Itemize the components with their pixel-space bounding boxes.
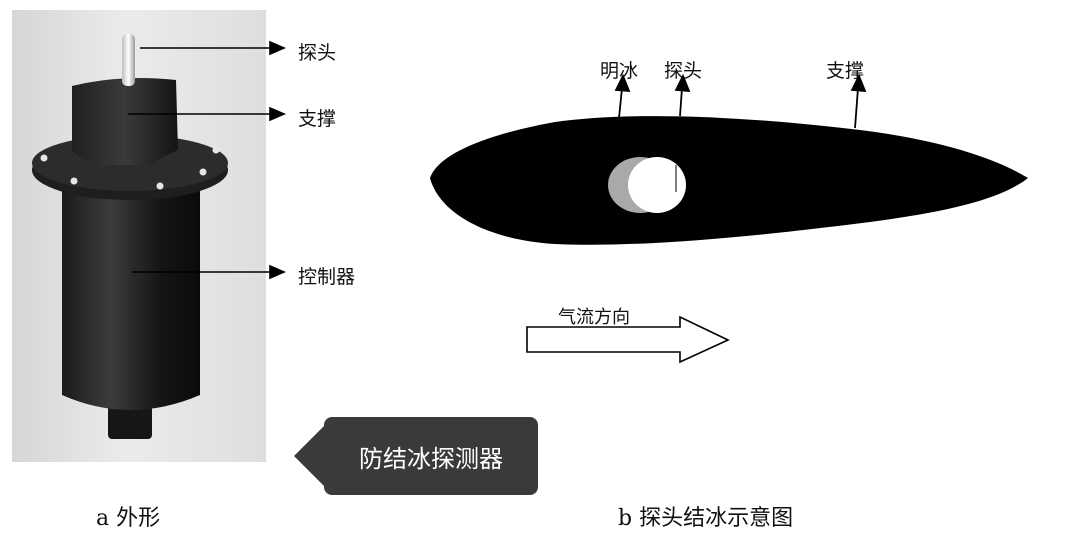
- label-strut-b: 支撑: [826, 60, 865, 82]
- airflow-arrow: [526, 315, 730, 364]
- tooltip-bubble: 防结冰探测器: [294, 417, 538, 495]
- bolt-hole: [70, 177, 78, 185]
- strut: [72, 78, 178, 165]
- label-airflow-direction: 气流方向: [558, 307, 630, 328]
- label-probe-b: 探头: [664, 60, 703, 82]
- strut-cross-section: [430, 116, 1028, 245]
- label-strut: 支撑: [298, 108, 337, 130]
- label-probe: 探头: [298, 42, 337, 64]
- bolt-hole: [40, 154, 48, 162]
- panel-b-arrows: [614, 73, 867, 129]
- caption-b: b 探头结冰示意图: [618, 506, 794, 531]
- label-clear-ice: 明冰: [600, 60, 639, 82]
- probe-pin: [122, 34, 135, 86]
- label-controller: 控制器: [298, 266, 356, 288]
- bolt-hole: [212, 146, 220, 154]
- bolt-hole: [199, 168, 207, 176]
- controller-body: [62, 188, 200, 410]
- tooltip-pointer: [294, 426, 324, 486]
- bolt-hole: [156, 182, 164, 190]
- panel-a-arrows: [128, 40, 287, 280]
- tooltip-text: 防结冰探测器: [324, 417, 538, 495]
- airfoil-body: [430, 116, 1028, 245]
- probe-cross-section: [628, 157, 686, 213]
- caption-a: a 外形: [96, 506, 161, 531]
- connector: [108, 405, 152, 439]
- detector-device: [32, 34, 228, 439]
